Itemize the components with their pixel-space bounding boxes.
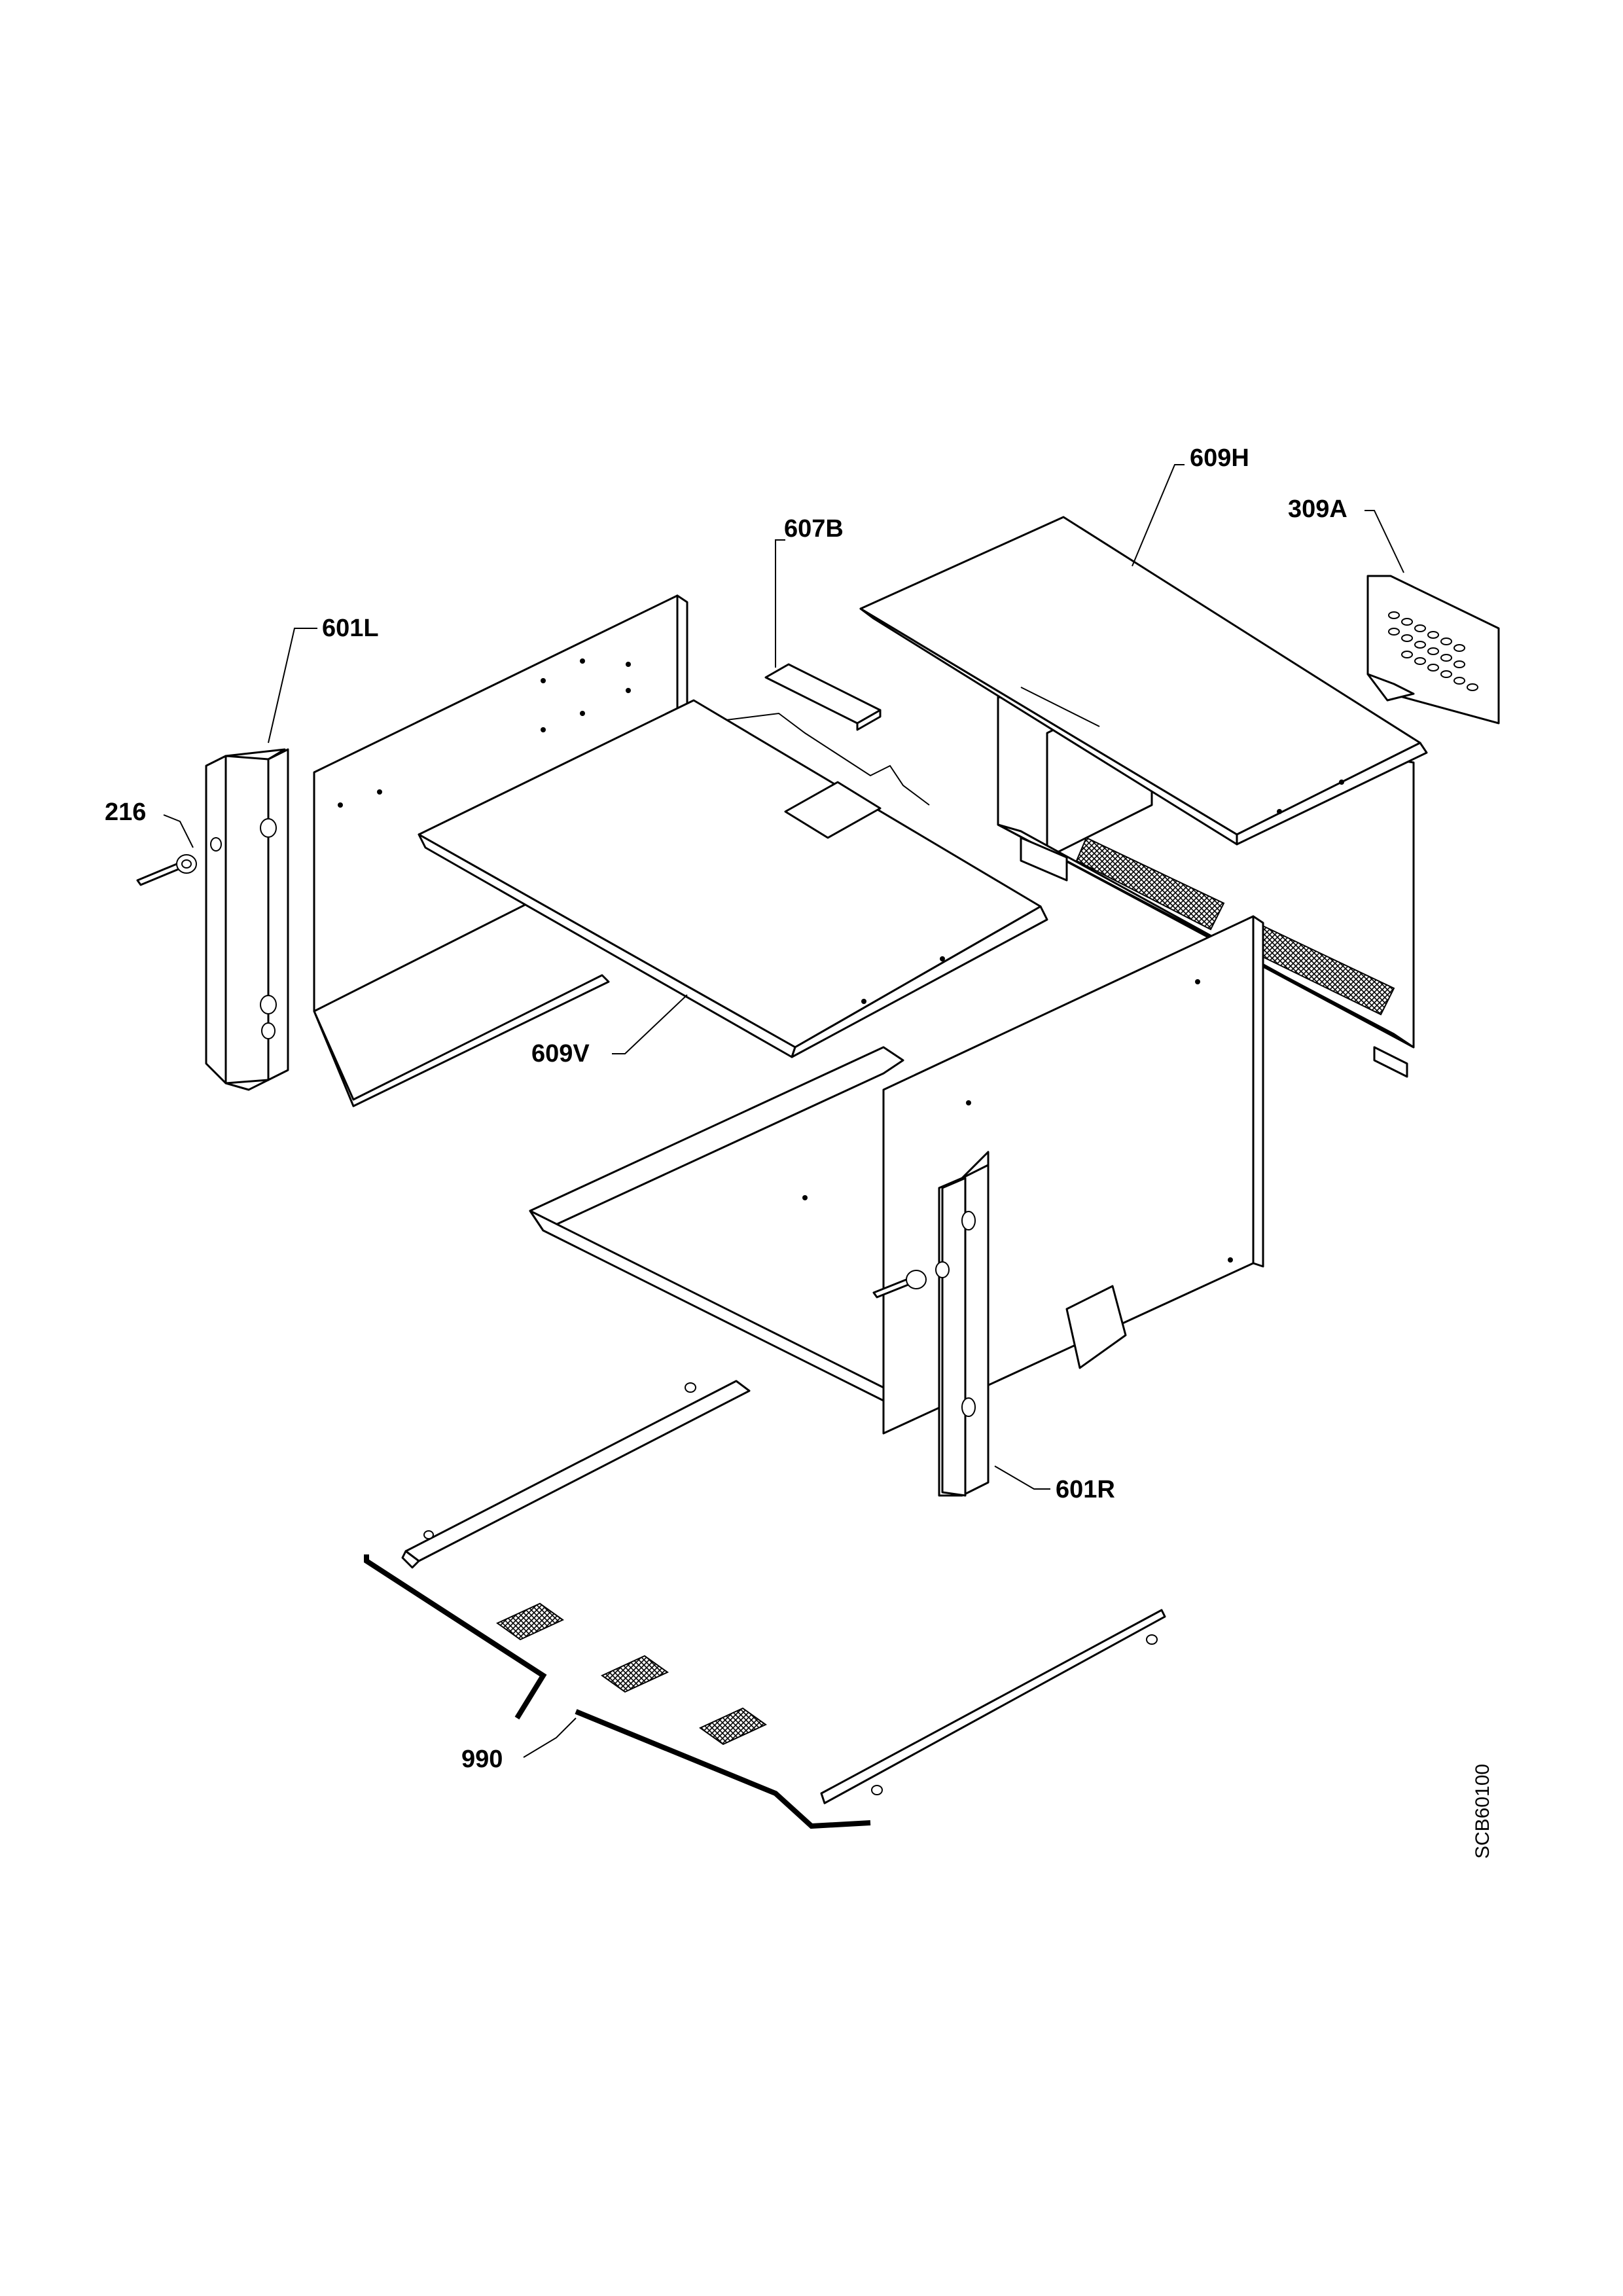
label-601R: 601R [1056, 1476, 1115, 1503]
label-609H: 609H [1190, 444, 1249, 472]
part-990-mats [364, 1554, 871, 1829]
part-609V-panel [418, 699, 1048, 1058]
part-216-screw [136, 854, 197, 886]
leader-lines [163, 464, 1404, 1758]
part-601L-runner [205, 748, 289, 1091]
label-609V: 609V [531, 1040, 590, 1067]
label-607B: 607B [784, 515, 844, 543]
part-601R-runner [872, 1151, 990, 1497]
label-990: 990 [461, 1746, 503, 1773]
part-309A-vent-plate [1366, 575, 1500, 725]
label-309A: 309A [1288, 495, 1347, 523]
part-607B [764, 663, 882, 731]
part-609H-top-cover [859, 516, 1428, 846]
label-216: 216 [105, 798, 146, 826]
label-601L: 601L [322, 615, 379, 642]
drawing-code: SCB60100 [1472, 1764, 1493, 1859]
lower-guide-rails [401, 1380, 1166, 1804]
